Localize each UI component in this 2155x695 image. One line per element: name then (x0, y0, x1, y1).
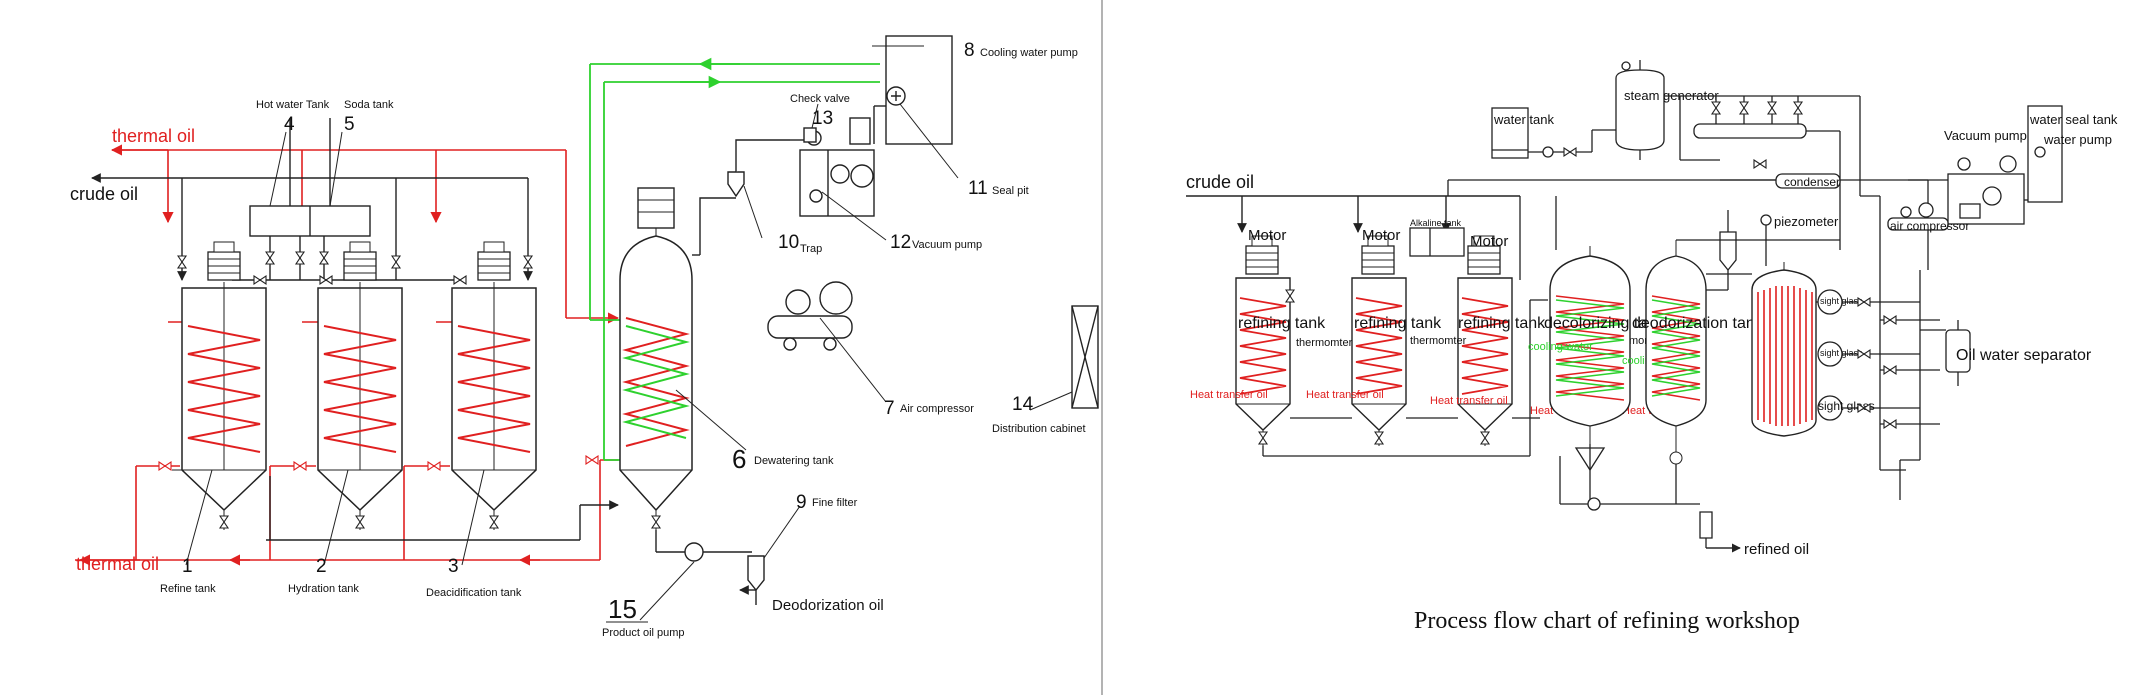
piezometer-label: piezometer (1774, 214, 1839, 229)
oil-water-separator (1920, 320, 1971, 386)
sight-glasses (1816, 270, 1940, 500)
dewatering-tank (619, 187, 701, 530)
distribution-cabinet-label: Distribution cabinet (992, 423, 1086, 435)
cooling-heater-vessel (1751, 262, 1817, 437)
thermometer-label-1: thermomter (1296, 337, 1353, 349)
hydration-tank-num: 2 (316, 556, 327, 577)
sight-glass-label-1: sight glass (1820, 296, 1863, 306)
refining-tank-label-3: refining tank (1458, 315, 1546, 332)
air-compressor (767, 281, 853, 351)
dewatering-tank-num: 6 (732, 444, 746, 474)
refining-tank-label-1: refining tank (1238, 315, 1326, 332)
refining-tank-1 (1235, 235, 1295, 446)
air-compressor-right (1887, 202, 1949, 231)
deodorization-tank-label: deodorization tank (1632, 315, 1764, 332)
soda-tank-num: 5 (344, 114, 355, 135)
oil-water-separator-label: Oil water separator (1956, 347, 2092, 364)
vacuum-pump-label: Vacuum pump (912, 239, 982, 251)
right-vertical-connectors (1447, 179, 1906, 471)
left-process-diagram: thermal oil thermal oil crude oil (70, 35, 1099, 639)
deacidification-tank-num: 3 (448, 556, 459, 577)
alkaline-tank (1409, 227, 1465, 257)
deodorization-tank (1645, 240, 1707, 465)
right-process-diagram: crude oil water tank steam generator (1186, 60, 2118, 558)
cooling-water-pump-num: 8 (964, 40, 975, 61)
water-tank (1491, 107, 1592, 159)
vacuum-pump-unit (790, 117, 875, 217)
hot-water-tank-num: 4 (284, 114, 295, 135)
seal-pit (873, 35, 953, 145)
thermometer-label-2: thermomter (1410, 335, 1467, 347)
seal-pit-num: 11 (968, 178, 988, 199)
air-compressor-num: 7 (884, 398, 895, 419)
hydration-tank-label: Hydration tank (288, 583, 359, 595)
thermal-oil-label-top: thermal oil (112, 126, 195, 146)
deacidification-tank (451, 241, 537, 530)
check-valve-label: Check valve (790, 93, 850, 105)
heat-transfer-oil-1: Heat transfer oil (1190, 389, 1268, 401)
tank-transfer-line (266, 476, 619, 541)
right-transfer-line (1262, 299, 1548, 457)
decolorizing-tank-label: decolorizing tank (1544, 315, 1665, 332)
deacidification-tank-label: Deacidification tank (426, 587, 522, 599)
crude-oil-label-right: crude oil (1186, 172, 1254, 192)
refined-oil-label: refined oil (1744, 541, 1809, 558)
hydration-tank (317, 241, 403, 530)
check-valve-num: 13 (812, 108, 833, 129)
vacuum-pump-num: 12 (890, 232, 911, 253)
refine-tank-num: 1 (182, 556, 193, 577)
dewatering-tank-label: Dewatering tank (754, 455, 834, 467)
piezometer (1760, 214, 1772, 266)
thermal-oil-label-bottom: thermal oil (76, 554, 159, 574)
motor-label-2: Motor (1362, 227, 1400, 244)
figure-caption: Process flow chart of refining workshop (1414, 608, 1800, 634)
crude-oil-label-left: crude oil (70, 184, 138, 204)
alkaline-tank-label: Alkaline tank (1410, 218, 1462, 228)
water-pump-label: water pump (2043, 132, 2112, 147)
product-oil-pump-label: Product oil pump (602, 627, 685, 639)
trap-label: Trap (800, 243, 822, 255)
refined-oil-line (1559, 444, 1741, 553)
vacuum-pump-right (1908, 155, 2025, 225)
crude-oil-feed-line (1186, 195, 1520, 233)
water-tank-label: water tank (1493, 112, 1554, 127)
trap-num: 10 (778, 232, 799, 253)
steam-generator (1591, 60, 1665, 160)
distribution-cabinet (1071, 305, 1099, 409)
distribution-cabinet-num: 14 (1012, 394, 1034, 415)
leader-lines-left (185, 45, 1073, 621)
refining-tank-2 (1351, 235, 1407, 446)
vacuum-pump-label-right: Vacuum pump (1944, 128, 2027, 143)
seal-pit-label: Seal pit (992, 185, 1029, 197)
air-compressor-label-right: air compressor (1890, 219, 1969, 233)
cooling-water-pump-label: Cooling water pump (980, 47, 1078, 59)
cooling-water-lines (589, 57, 880, 461)
motor-label-3: Motor (1470, 233, 1508, 250)
sight-glass-label-2: sight glass (1820, 348, 1863, 358)
cooling-water-label-1: cooling water (1528, 341, 1593, 353)
trap (699, 139, 790, 210)
water-seal-tank (2024, 105, 2063, 203)
air-compressor-label: Air compressor (900, 403, 974, 415)
refining-tank-3 (1457, 235, 1513, 446)
motor-label-1: Motor (1248, 227, 1286, 244)
heat-transfer-oil-2: Heat transfer oil (1306, 389, 1384, 401)
water-seal-tank-label: water seal tank (2029, 112, 2118, 127)
refining-tank-label-2: refining tank (1354, 315, 1442, 332)
product-oil-pump-num: 15 (608, 594, 637, 624)
refine-tank (172, 241, 267, 530)
refine-tank-label: Refine tank (160, 583, 216, 595)
deodorization-oil-label: Deodorization oil (772, 597, 884, 614)
decolorizing-tank (1549, 246, 1631, 444)
condenser-label: condenser (1784, 175, 1840, 189)
soda-tank-label: Soda tank (344, 99, 394, 111)
fine-filter-label: Fine filter (812, 497, 858, 509)
hot-water-tank-label: Hot water Tank (256, 99, 330, 111)
product-oil-pump-and-filter (655, 530, 765, 605)
fine-filter-num: 9 (796, 492, 807, 513)
heat-transfer-oil-3: Heat transfer oil (1430, 395, 1508, 407)
